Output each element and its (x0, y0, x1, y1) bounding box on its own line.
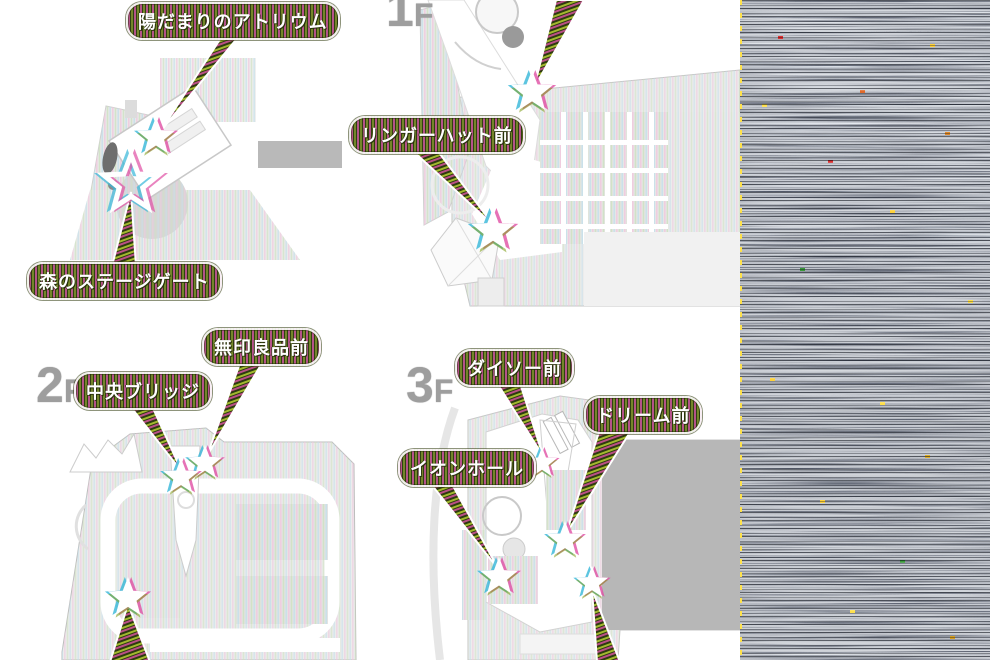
floorplan-2f (61, 427, 357, 660)
floor-number: 2 (36, 357, 64, 413)
floor-number: 1 (386, 0, 414, 37)
floorplan-1f-west (70, 58, 342, 260)
leader-line-3f-south-cutoff (591, 588, 621, 660)
map-label-dream[interactable]: ドリーム前 (584, 396, 703, 434)
floorplan-3f (429, 395, 740, 660)
glitch-noise-strip (740, 0, 990, 660)
map-label-ringer-hut[interactable]: リンガーハット前 (349, 116, 525, 154)
leader-line-top-cutoff (533, 0, 586, 89)
floor-label-3f: 3F (406, 360, 453, 410)
map-label-muji[interactable]: 無印良品前 (202, 328, 321, 366)
floor-label-1f: 1F (386, 0, 433, 34)
floor-number: 3 (406, 357, 434, 413)
map-label-mori-stage-gate[interactable]: 森のステージゲート (27, 262, 222, 300)
map-label-chuo-bridge[interactable]: 中央ブリッジ (74, 372, 212, 410)
map-label-hidamari-atrium[interactable]: 陽だまりのアトリウム (126, 2, 340, 40)
floor-suffix: F (433, 373, 454, 409)
map-label-aeon-hall[interactable]: イオンホール (398, 449, 536, 487)
noise-texture (740, 0, 990, 660)
leader-line-2f-south-cutoff (109, 600, 151, 660)
floor-suffix: F (413, 0, 434, 33)
map-label-daiso[interactable]: ダイソー前 (455, 349, 574, 387)
floor-maps (61, 0, 740, 660)
